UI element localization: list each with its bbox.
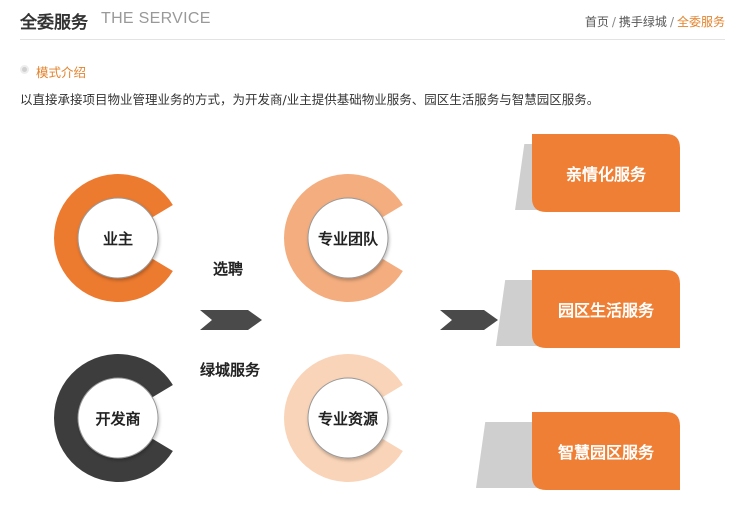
client-label-owner: 业主	[103, 230, 133, 248]
service-label-life: 园区生活服务	[558, 301, 655, 320]
action-label-select: 选聘	[213, 260, 243, 278]
header-divider	[20, 39, 725, 40]
section-description: 以直接承接项目物业管理业务的方式，为开发商/业主提供基础物业服务、园区生活服务与…	[20, 92, 600, 107]
resource-ring-team: 专业团队	[284, 174, 403, 302]
client-ring-owner-arc	[53, 174, 173, 302]
client-ring-owner-core	[77, 197, 159, 279]
breadcrumb-separator: /	[611, 15, 616, 29]
page-subtitle: THE SERVICE	[101, 10, 211, 27]
resource-ring-resources-arc	[284, 354, 403, 482]
action-label-greentown: 绿城服务	[200, 361, 261, 379]
service-box-life-body	[532, 270, 680, 348]
resource-ring-team-arc	[284, 174, 403, 302]
resource-label-resources: 专业资源	[318, 410, 378, 428]
client-ring-developer-arc	[53, 354, 173, 482]
arrow-right-icon	[440, 310, 498, 330]
page-title: 全委服务	[20, 13, 88, 33]
bullet-icon	[20, 65, 29, 74]
breadcrumb: 首页/携手绿城/全委服务	[585, 13, 725, 30]
client-ring-owner: 业主	[53, 174, 173, 302]
service-box-smart: 智慧园区服务	[475, 412, 680, 490]
service-label-smart: 智慧园区服务	[558, 443, 655, 462]
service-label-care: 亲情化服务	[566, 165, 647, 184]
breadcrumb-about-link[interactable]: 携手绿城	[618, 15, 667, 29]
breadcrumb-current: 全委服务	[676, 15, 725, 29]
resource-ring-team-core	[307, 197, 389, 279]
breadcrumb-home-link[interactable]: 首页	[584, 15, 609, 29]
page-header: 全委服务 THE SERVICE 首页/携手绿城/全委服务	[0, 0, 745, 40]
client-ring-developer-core	[77, 377, 159, 459]
client-label-developer: 开发商	[95, 410, 140, 428]
resource-ring-resources: 专业资源	[284, 354, 403, 482]
service-box-smart-body	[532, 412, 680, 490]
resource-label-team: 专业团队	[318, 230, 379, 248]
service-box-life: 园区生活服务	[495, 270, 680, 348]
section-title: 模式介绍	[36, 65, 87, 80]
service-box-care: 亲情化服务	[515, 134, 680, 212]
resource-ring-resources-core	[307, 377, 389, 459]
service-box-care-body	[532, 134, 680, 212]
client-ring-developer: 开发商	[53, 354, 173, 482]
arrow-right-icon	[200, 310, 262, 330]
breadcrumb-separator: /	[669, 15, 674, 29]
